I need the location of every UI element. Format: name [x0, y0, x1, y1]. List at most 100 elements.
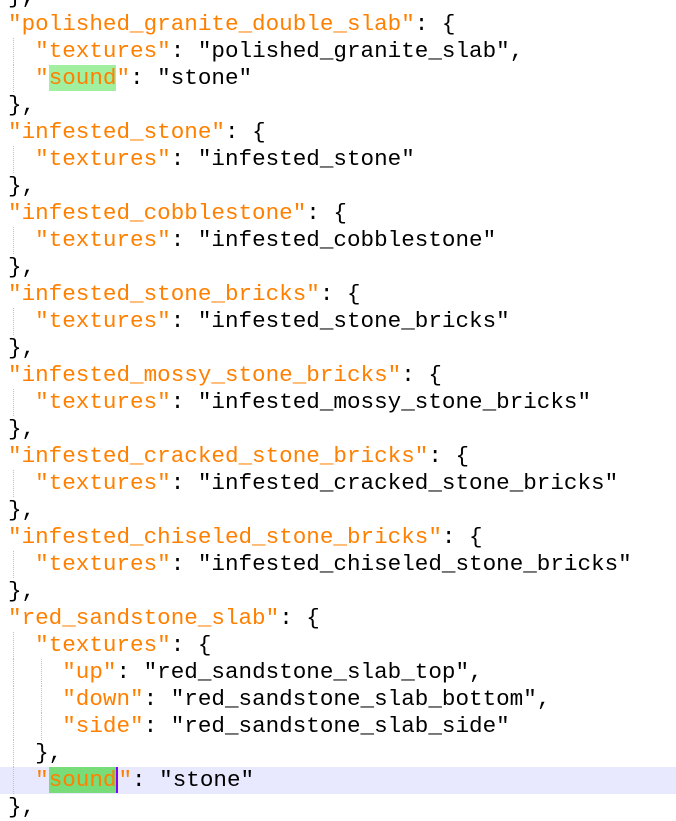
indent-guide [13, 146, 15, 173]
code-line[interactable]: "sound": "stone" [0, 65, 676, 92]
indent [8, 686, 62, 712]
json-key-quote: " [35, 38, 49, 64]
indent-guide [40, 713, 42, 740]
code-line[interactable]: "textures": "polished_granite_slab", [0, 38, 676, 65]
json-key-quote: " [8, 119, 22, 145]
json-key-quote: " [387, 362, 402, 388]
json-key-quote: " [130, 686, 144, 712]
indent-guide [13, 659, 15, 686]
code-line[interactable]: }, [0, 335, 676, 362]
indent [8, 632, 35, 658]
json-key: textures [48, 308, 158, 334]
indent-guide [13, 767, 15, 794]
indent-guide [13, 227, 15, 254]
json-string-value: "red_sandstone_slab_bottom" [170, 686, 537, 712]
colon: : [170, 38, 198, 64]
json-key-quote: " [157, 551, 171, 577]
code-line[interactable]: "infested_mossy_stone_bricks": { [0, 362, 676, 389]
code-line[interactable]: }, [0, 92, 676, 119]
json-key: side [75, 713, 131, 739]
json-key-quote: " [8, 524, 22, 550]
code-line[interactable]: "textures": "infested_cobblestone" [0, 227, 676, 254]
colon: : [170, 146, 198, 172]
code-line[interactable]: "textures": "infested_mossy_stone_bricks… [0, 389, 676, 416]
json-string-value: "infested_cracked_stone_bricks" [197, 470, 619, 496]
punctuation: : { [401, 362, 442, 388]
json-key-quote: " [265, 605, 280, 631]
colon: : [130, 65, 158, 91]
json-string-value: "infested_stone_bricks" [197, 308, 510, 334]
code-line[interactable]: "side": "red_sandstone_slab_side" [0, 713, 676, 740]
code-line[interactable]: "textures": { [0, 632, 676, 659]
punctuation: }, [8, 416, 36, 442]
json-key-quote: " [8, 11, 22, 37]
json-key: up [75, 659, 103, 685]
indent [8, 551, 35, 577]
json-key-quote: " [157, 38, 171, 64]
indent-guide [13, 686, 15, 713]
code-line[interactable]: "infested_cobblestone": { [0, 200, 676, 227]
json-key-quote: " [118, 767, 133, 793]
json-key: textures [48, 38, 158, 64]
json-key: sound [48, 65, 117, 91]
code-line[interactable]: }, [0, 578, 676, 605]
code-line[interactable]: "textures": "infested_chiseled_stone_bri… [0, 551, 676, 578]
code-line[interactable]: "polished_granite_double_slab": { [0, 11, 676, 38]
code-line[interactable]: "down": "red_sandstone_slab_bottom", [0, 686, 676, 713]
code-line[interactable]: }, [0, 740, 676, 767]
json-key: textures [48, 227, 158, 253]
colon: : [170, 551, 198, 577]
punctuation: }, [8, 335, 36, 361]
json-string-value: "infested_cobblestone" [197, 227, 497, 253]
punctuation: , [536, 686, 551, 712]
code-line[interactable]: "infested_stone_bricks": { [0, 281, 676, 308]
code-line[interactable]: }, [0, 794, 676, 821]
indent [8, 713, 62, 739]
json-key-quote: " [157, 146, 171, 172]
json-key-quote: " [35, 767, 49, 793]
code-line[interactable]: "textures": "infested_cracked_stone_bric… [0, 470, 676, 497]
code-line[interactable]: "textures": "infested_stone" [0, 146, 676, 173]
indent-guide [13, 632, 15, 659]
code-line[interactable]: }, [0, 416, 676, 443]
indent-guide [13, 38, 15, 65]
code-line[interactable]: "infested_chiseled_stone_bricks": { [0, 524, 676, 551]
json-key-quote: " [130, 713, 144, 739]
indent-guide [13, 470, 15, 497]
code-line[interactable]: "sound": "stone" [0, 767, 676, 794]
code-line[interactable]: }, [0, 173, 676, 200]
indent [8, 740, 35, 766]
code-line[interactable]: "up": "red_sandstone_slab_top", [0, 659, 676, 686]
code-line[interactable]: }, [0, 0, 676, 11]
indent [8, 389, 35, 415]
indent-guide [13, 389, 15, 416]
json-key-quote: " [8, 362, 22, 388]
indent [8, 65, 35, 91]
code-line[interactable]: "textures": "infested_stone_bricks" [0, 308, 676, 335]
json-string-value: "infested_mossy_stone_bricks" [197, 389, 592, 415]
json-key: textures [48, 146, 158, 172]
json-key: down [75, 686, 131, 712]
json-key-quote: " [414, 443, 429, 469]
json-key-quote: " [35, 65, 49, 91]
code-line[interactable]: "infested_cracked_stone_bricks": { [0, 443, 676, 470]
indent-guide [40, 659, 42, 686]
code-line[interactable]: "red_sandstone_slab": { [0, 605, 676, 632]
punctuation: }, [35, 740, 63, 766]
json-key-quote: " [8, 281, 22, 307]
punctuation: : { [428, 443, 470, 469]
code-line[interactable]: "infested_stone": { [0, 119, 676, 146]
punctuation: : { [319, 281, 361, 307]
code-line[interactable]: }, [0, 497, 676, 524]
json-key-quote: " [211, 119, 225, 145]
code-line[interactable]: }, [0, 254, 676, 281]
indent [8, 308, 35, 334]
punctuation: : { [224, 119, 266, 145]
punctuation: : { [170, 632, 212, 658]
indent [8, 767, 35, 793]
colon: : [170, 227, 198, 253]
json-key-quote: " [102, 659, 117, 685]
json-string-value: "stone" [157, 65, 253, 91]
json-key-quote: " [35, 308, 49, 334]
